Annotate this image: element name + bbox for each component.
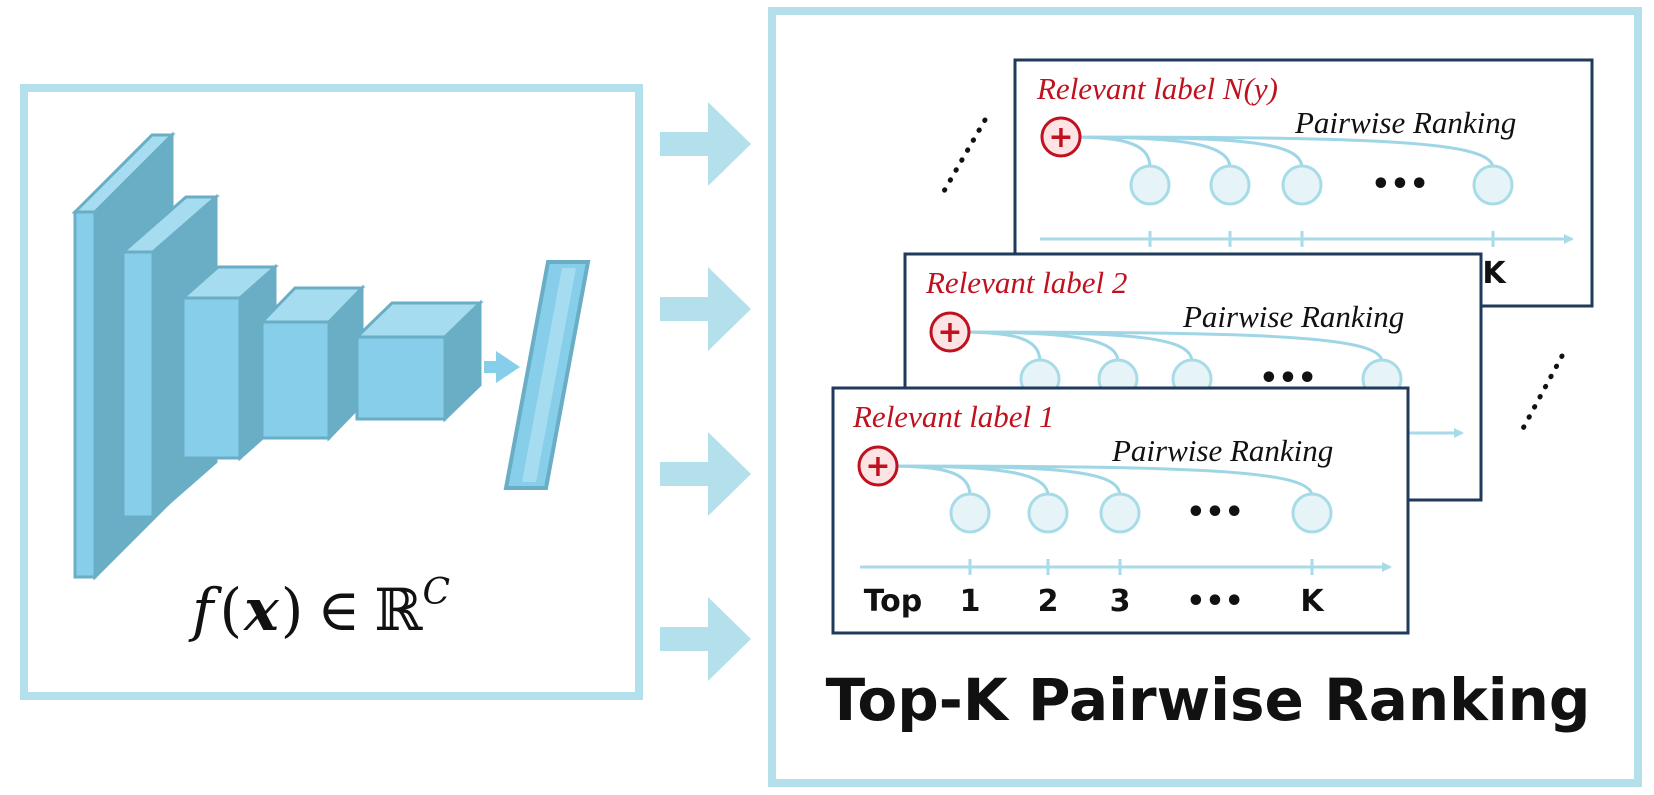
connector-arrows — [660, 102, 751, 681]
cnn-layer-4 — [258, 284, 366, 442]
card-1-connection-curves — [877, 464, 1314, 497]
card-n-connection-curves — [1060, 135, 1495, 169]
card-1-axis-label-ellipsis: ••• — [1186, 584, 1244, 619]
card-n-axis-label-k: K — [1482, 256, 1507, 291]
card-2-title: Relevant label 2 — [925, 265, 1127, 300]
card-1-node-3 — [1099, 492, 1141, 534]
card-n-plus: + — [1048, 120, 1073, 155]
card-2-subtitle: Pairwise Ranking — [1182, 299, 1404, 334]
card-1-node-2 — [1027, 492, 1069, 534]
connector-arrow-3 — [660, 432, 751, 516]
output-formula: f(x)∈ℝC — [188, 572, 450, 644]
formula-element-of: ∈ — [317, 576, 360, 644]
cnn-layer-5 — [353, 299, 484, 423]
formula-x: x — [242, 576, 280, 644]
card-n-node-k — [1472, 164, 1514, 206]
card-1-subtitle: Pairwise Ranking — [1111, 433, 1333, 468]
connector-arrow-2 — [660, 267, 751, 351]
left-panel-frame — [20, 84, 643, 700]
formula-open-paren: ( — [219, 576, 242, 644]
card-1-node-k — [1291, 492, 1333, 534]
main-title: Top-K Pairwise Ranking — [826, 666, 1591, 734]
card-1-ellipsis: ••• — [1186, 495, 1244, 530]
card-1-positive-node-icon: + — [857, 445, 899, 487]
card-n-subtitle: Pairwise Ranking — [1294, 105, 1516, 140]
card-1-axis-label-3: 3 — [1110, 584, 1131, 619]
card-n-positive-node-icon: + — [1040, 116, 1082, 158]
card-1-axis-label-2: 2 — [1038, 584, 1059, 619]
card-1-plus: + — [865, 449, 890, 484]
card-n-node-1 — [1129, 164, 1171, 206]
card-1-title: Relevant label 1 — [852, 399, 1054, 434]
card-2-positive-node-icon: + — [929, 311, 971, 353]
right-panel-frame — [768, 7, 1642, 787]
connector-arrow-4 — [660, 597, 751, 681]
formula-f: f — [188, 576, 223, 644]
formula-reals: ℝ — [374, 576, 423, 644]
formula-close-paren: ) — [281, 576, 304, 644]
output-vector-icon — [503, 260, 591, 490]
cnn-to-output-arrow-icon — [484, 351, 520, 383]
card-n-ellipsis: ••• — [1371, 167, 1429, 202]
card-2-plus: + — [937, 315, 962, 350]
card-1-axis-label-k: K — [1300, 584, 1325, 619]
connector-arrow-1 — [660, 102, 751, 186]
card-n-node-3 — [1281, 164, 1323, 206]
card-2-connection-curves — [949, 330, 1384, 363]
card-1-axis-label-top: Top — [864, 584, 923, 619]
card-n-title: Relevant label N(y) — [1036, 71, 1278, 106]
formula-superscript-c: C — [422, 572, 450, 613]
card-n-node-2 — [1209, 164, 1251, 206]
card-1-axis-label-1: 1 — [960, 584, 981, 619]
card-1-node-1 — [949, 492, 991, 534]
ranking-card-1: Relevant label 1 Pairwise Ranking + ••• … — [831, 386, 1410, 635]
cnn-backbone-icon — [71, 131, 591, 581]
stack-dots-lower-right — [1517, 353, 1565, 437]
stack-dots-upper-left — [937, 117, 988, 201]
